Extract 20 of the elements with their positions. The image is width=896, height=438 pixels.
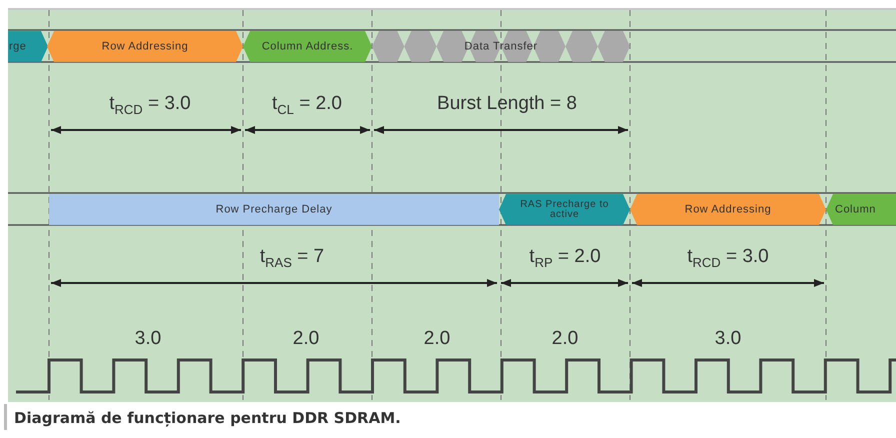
data-burst-band: Data Transfer — [372, 31, 630, 62]
timing-label: t$_{RAS}$ = 7 — [260, 246, 324, 270]
caption: Diagramă de funcționare pentru DDR SDRAM. — [14, 409, 401, 427]
cycle-count: 3.0 — [134, 328, 162, 350]
timing-label: t$_{RP}$ = 2.0 — [529, 246, 601, 270]
timing-label: t$_{RCD}$ = 3.0 — [109, 93, 191, 117]
signal-band: Column Address. — [243, 31, 372, 62]
signal-band: rge — [8, 31, 48, 62]
signal-band: Column — [826, 194, 896, 225]
signal-band: Row Precharge Delay — [49, 194, 499, 225]
cycle-count: 3.0 — [714, 328, 742, 350]
timing-label: t$_{RCD}$ = 3.0 — [687, 246, 769, 270]
timing-label: t$_{CL}$ = 2.0 — [272, 93, 342, 117]
cycle-count: 2.0 — [424, 328, 450, 350]
signal-band: Row Addressing — [630, 194, 826, 225]
cycle-count: 2.0 — [552, 328, 578, 350]
signal-band: Row Addressing — [47, 31, 243, 62]
timing-label: Burst Length = 8 — [437, 93, 577, 115]
signal-band: RAS Precharge to active — [499, 194, 630, 225]
cycle-count: 2.0 — [292, 328, 320, 350]
